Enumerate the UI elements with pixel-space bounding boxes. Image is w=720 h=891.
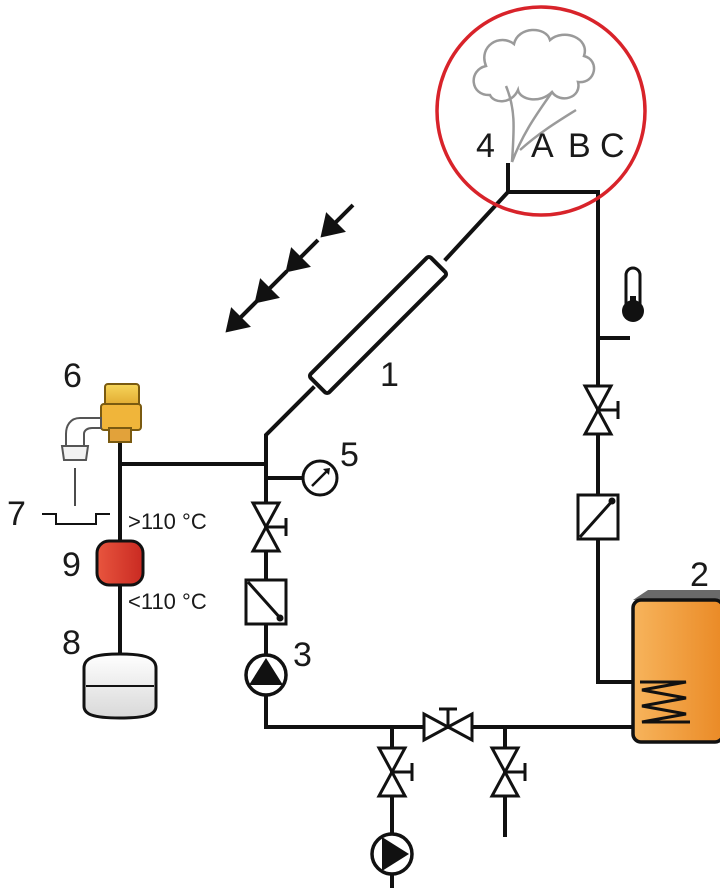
label-storage-tank: 2 xyxy=(690,556,709,594)
thermometer-icon xyxy=(622,266,644,322)
temperature-above-label: >110 °C xyxy=(128,509,207,534)
label-pump: 3 xyxy=(293,636,312,674)
label-collector: 1 xyxy=(380,356,399,394)
label-safety-valve: 6 xyxy=(63,357,82,395)
solar-collector xyxy=(307,254,449,396)
label-discharge: 7 xyxy=(7,495,26,533)
sun-ray-arrow xyxy=(225,298,260,333)
sun-ray-arrow xyxy=(285,238,320,273)
highlight-circle xyxy=(435,5,647,217)
label-letter-b: B xyxy=(568,127,591,165)
pressure-gauge-icon xyxy=(301,459,339,497)
safety-valve-icon xyxy=(60,383,142,461)
temperature-below-label: <110 °C xyxy=(128,589,207,614)
circulation-pump-icon xyxy=(244,653,288,697)
discharge-funnel xyxy=(42,468,110,525)
shutoff-valve-left-riser xyxy=(250,501,288,553)
label-letter-c: C xyxy=(600,127,625,165)
drain-valve-right xyxy=(489,746,527,798)
drain-valve-left xyxy=(376,746,414,798)
sun-ray-arrow xyxy=(320,203,355,238)
label-expansion-vessel: 8 xyxy=(62,624,81,662)
check-valve-right xyxy=(576,493,620,541)
label-letter-a: A xyxy=(531,127,554,165)
sun-ray-arrow xyxy=(254,269,289,304)
solar-radiation-arrows xyxy=(225,203,355,333)
steam-highlight: 4 A B C xyxy=(435,5,647,217)
shutoff-valve-right-riser xyxy=(582,384,620,436)
check-valve-left xyxy=(244,578,288,626)
fill-pump-icon xyxy=(370,832,414,876)
pre-vessel xyxy=(95,539,145,587)
storage-tank xyxy=(631,590,720,744)
heat-exchanger-coil-icon xyxy=(640,680,690,724)
label-pressure-gauge: 5 xyxy=(340,436,359,474)
bypass-valve xyxy=(422,707,474,743)
steam-cloud-icon xyxy=(472,28,596,163)
label-pre-vessel: 9 xyxy=(62,546,81,584)
expansion-vessel xyxy=(82,652,158,720)
label-vent-point: 4 xyxy=(476,127,495,165)
